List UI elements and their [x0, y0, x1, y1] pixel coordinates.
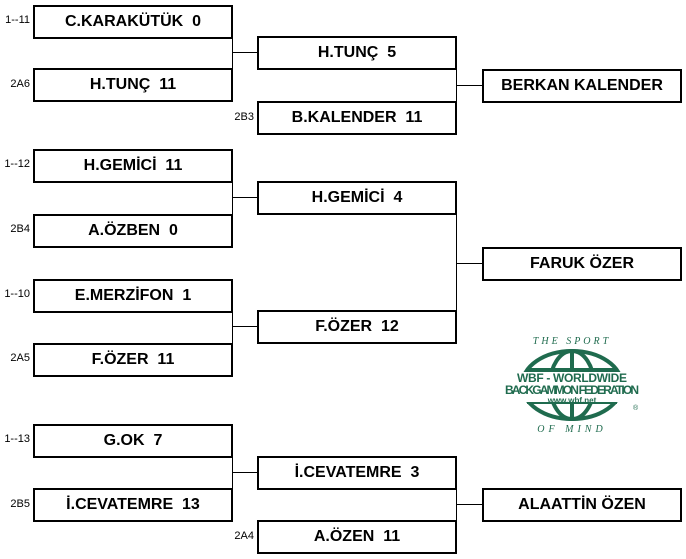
score: 3	[410, 464, 420, 481]
wbf-logo: THE SPORT WBF - WORLDWIDE BACKGAMMON FED…	[505, 336, 641, 435]
match-box: H.GEMİCİ 11	[33, 149, 233, 183]
match-box: F.ÖZER 12	[257, 310, 457, 344]
match-box: B.KALENDER 11	[257, 101, 457, 135]
score: 0	[192, 13, 201, 30]
match-box: İ.CEVATEMRE 3	[257, 456, 457, 490]
winner-box: FARUK ÖZER	[482, 247, 682, 281]
connector	[456, 215, 457, 310]
match-box: A.ÖZBEN 0	[33, 214, 233, 248]
player-name: A.ÖZEN	[313, 528, 375, 545]
connector	[233, 326, 257, 327]
seed-label: 1--11	[5, 14, 30, 26]
seed-label: 2A4	[234, 530, 254, 542]
seed-label: 2A6	[10, 78, 30, 90]
winner-name: BERKAN KALENDER	[501, 77, 663, 94]
svg-text:www.wbf.net: www.wbf.net	[547, 396, 597, 405]
player-name: H.GEMİCİ	[83, 157, 157, 174]
player-name: İ.CEVATEMRE	[294, 464, 402, 481]
seed-label: 2B5	[10, 498, 30, 510]
svg-text:®: ®	[633, 404, 639, 412]
seed-label: 2B4	[10, 223, 30, 235]
score: 11	[405, 109, 423, 126]
player-name: G.OK	[103, 432, 145, 449]
player-name: F.ÖZER	[315, 318, 373, 335]
player-name: E.MERZİFON	[74, 287, 174, 304]
player-name: H.TUNÇ	[89, 76, 151, 93]
connector	[232, 38, 233, 68]
seed-label: 1--10	[4, 288, 30, 300]
score: 12	[380, 318, 399, 335]
player-name: A.ÖZBEN	[88, 222, 161, 239]
connector	[233, 472, 257, 473]
svg-text:WBF - WORLDWIDE: WBF - WORLDWIDE	[517, 371, 627, 385]
winner-name: FARUK ÖZER	[530, 255, 634, 272]
seed-label: 1--13	[4, 433, 30, 445]
connector	[456, 263, 482, 264]
player-name: B.KALENDER	[291, 109, 397, 126]
connector	[232, 183, 233, 214]
score: 11	[159, 76, 177, 93]
winner-box: BERKAN KALENDER	[482, 69, 682, 103]
svg-text:OF MIND: OF MIND	[537, 424, 606, 435]
connector	[233, 197, 257, 198]
match-box: H.TUNÇ 5	[257, 36, 457, 70]
seed-label: 1--12	[4, 158, 30, 170]
score: 5	[387, 44, 397, 61]
player-name: H.GEMİCİ	[311, 189, 385, 206]
connector	[456, 504, 482, 505]
seed-label: 2B3	[234, 111, 254, 123]
match-box: İ.CEVATEMRE 13	[33, 488, 233, 522]
score: 0	[168, 222, 178, 239]
score: 1	[182, 287, 192, 304]
player-name: İ.CEVATEMRE	[66, 496, 174, 513]
svg-text:BACKGAMMON FEDERATION: BACKGAMMON FEDERATION	[505, 383, 639, 397]
match-box: A.ÖZEN 11	[257, 520, 457, 554]
player-name: F.ÖZER	[91, 351, 149, 368]
score: 4	[393, 189, 403, 206]
match-box: F.ÖZER 11	[33, 343, 233, 377]
connector	[233, 52, 257, 53]
player-name: C.KARAKÜTÜK	[64, 13, 184, 30]
svg-text:THE SPORT: THE SPORT	[533, 336, 611, 347]
match-box: G.OK 7	[33, 424, 233, 458]
match-box: C.KARAKÜTÜK 0	[33, 5, 233, 39]
match-box: H.GEMİCİ 4	[257, 181, 457, 215]
connector	[456, 85, 482, 86]
seed-label: 2A5	[10, 352, 30, 364]
match-box: E.MERZİFON 1	[33, 279, 233, 313]
winner-box: ALAATTİN ÖZEN	[482, 488, 682, 522]
score: 13	[182, 496, 200, 513]
player-name: H.TUNÇ	[317, 44, 379, 61]
match-box: H.TUNÇ 11	[33, 68, 233, 102]
winner-name: ALAATTİN ÖZEN	[518, 496, 646, 513]
score: 7	[153, 432, 163, 449]
connector	[232, 458, 233, 488]
connector	[456, 490, 457, 520]
connector	[232, 313, 233, 343]
score: 11	[157, 351, 175, 368]
score: 11	[383, 528, 401, 545]
score: 11	[165, 157, 183, 174]
